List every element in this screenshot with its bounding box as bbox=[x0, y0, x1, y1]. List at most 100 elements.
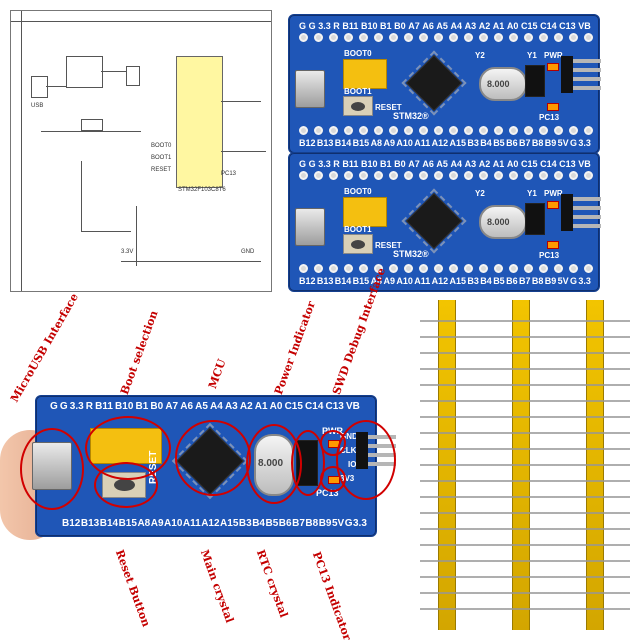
board-bottom-pads-bottom bbox=[299, 264, 593, 273]
pin-label: A6 bbox=[180, 401, 194, 412]
pad bbox=[539, 264, 548, 273]
label-crystal: 8.000 bbox=[487, 217, 510, 227]
board-top-pins-bottom: B12 B13 B14 B15 A8 A9 A10 A11 A12 A15 B3… bbox=[299, 138, 591, 148]
pin-label: G bbox=[570, 276, 578, 286]
pin-label: B12 bbox=[299, 276, 316, 286]
pad bbox=[344, 33, 353, 42]
pin-label: A11 bbox=[182, 518, 201, 529]
pad bbox=[539, 126, 548, 135]
pad bbox=[569, 264, 578, 273]
pad bbox=[524, 126, 533, 135]
pin-label: A4 bbox=[210, 401, 223, 412]
pin-label: B10 bbox=[360, 21, 378, 31]
pin-label: C15 bbox=[520, 21, 538, 31]
pad bbox=[434, 171, 443, 180]
pad bbox=[314, 126, 323, 135]
schematic-wire-1 bbox=[46, 86, 66, 87]
pad bbox=[344, 126, 353, 135]
pin-label: A9 bbox=[383, 138, 395, 148]
schematic-note-6: 3.3V bbox=[121, 249, 134, 255]
pad bbox=[389, 171, 398, 180]
highlight-mcu bbox=[175, 420, 251, 496]
schematic-note-3: RESET bbox=[151, 167, 172, 173]
pin-label: A6 bbox=[422, 159, 434, 169]
label-y2: Y2 bbox=[475, 51, 485, 60]
pin-label: C15 bbox=[520, 159, 538, 169]
pin-label: 5V bbox=[557, 276, 569, 286]
swd-pin bbox=[561, 203, 601, 213]
schematic-note-2: BOOT1 bbox=[151, 155, 172, 161]
pin-label: A8 bbox=[137, 518, 151, 529]
pad bbox=[584, 126, 593, 135]
schematic-regulator bbox=[66, 56, 103, 88]
pin-label: G bbox=[50, 401, 58, 412]
pad bbox=[419, 33, 428, 42]
pad bbox=[404, 171, 413, 180]
pad bbox=[584, 171, 593, 180]
pin-label: R bbox=[85, 401, 94, 412]
boot-jumper bbox=[343, 59, 387, 89]
pin-label: B5 bbox=[493, 138, 505, 148]
label-pc13: PC13 bbox=[539, 113, 560, 122]
pin-label: B4 bbox=[480, 138, 492, 148]
pin-label: B7 bbox=[518, 138, 531, 148]
pad bbox=[464, 33, 473, 42]
schematic-wire-4 bbox=[81, 161, 82, 231]
pin-label: A1 bbox=[254, 401, 268, 412]
pin-label: 3.3 bbox=[318, 21, 331, 31]
pin-label: C13 bbox=[559, 21, 576, 31]
schematic-note-5: USB bbox=[31, 103, 44, 109]
pin-label: B13 bbox=[80, 518, 100, 529]
schematic-crystal bbox=[81, 119, 103, 131]
pin-label: B6 bbox=[506, 276, 518, 286]
pin-label: C14 bbox=[305, 401, 324, 412]
highlight-rtc-crystal bbox=[291, 430, 325, 496]
pin-label: C13 bbox=[559, 159, 576, 169]
pin-label: B8 bbox=[305, 518, 319, 529]
label-reset: RESET bbox=[375, 103, 402, 112]
pin-label: G bbox=[308, 159, 316, 169]
pin-label: A5 bbox=[195, 401, 208, 412]
schematic-connector bbox=[126, 66, 140, 86]
pin-label: B4 bbox=[480, 276, 492, 286]
pad bbox=[569, 33, 578, 42]
schematic-wire-7 bbox=[121, 261, 261, 262]
pin-label: B7 bbox=[518, 276, 531, 286]
pin-label: B6 bbox=[278, 518, 292, 529]
swd-header-icon bbox=[561, 56, 601, 93]
schematic-wire-2 bbox=[101, 71, 126, 72]
pad bbox=[299, 171, 308, 180]
pin-label: G bbox=[299, 159, 307, 169]
pin-label: A12 bbox=[431, 138, 449, 148]
pin-label: A10 bbox=[396, 138, 413, 148]
swd-header-icon bbox=[561, 194, 601, 231]
pin-label: A15 bbox=[449, 138, 467, 148]
pin-label: B12 bbox=[299, 138, 316, 148]
swd-pin bbox=[561, 221, 601, 231]
pad bbox=[494, 126, 503, 135]
annotated-board-panel: G G 3.3 R B11 B10 B1 B0 A7 A6 A5 A4 A3 A… bbox=[0, 266, 410, 642]
pad bbox=[464, 264, 473, 273]
pad bbox=[404, 126, 413, 135]
reset-button bbox=[343, 234, 373, 254]
schematic-border-left bbox=[21, 11, 22, 291]
highlight-usb bbox=[20, 428, 84, 510]
annotated-pins-top: G G 3.3 R B11 B10 B1 B0 A7 A6 A5 A4 A3 A… bbox=[50, 401, 360, 412]
pad bbox=[584, 33, 593, 42]
pin-label: A0 bbox=[269, 401, 283, 412]
pad bbox=[419, 264, 428, 273]
schematic-mcu-label: STM32F103C8T6 bbox=[178, 187, 226, 193]
pin-label: A3 bbox=[224, 401, 238, 412]
pin-label: A2 bbox=[478, 21, 491, 31]
pad bbox=[314, 264, 323, 273]
pad bbox=[344, 264, 353, 273]
pin-label: B14 bbox=[334, 138, 352, 148]
label-boot1: BOOT1 bbox=[344, 87, 372, 96]
label-y2: Y2 bbox=[475, 189, 485, 198]
schematic-mcu-block bbox=[176, 56, 223, 188]
pad bbox=[524, 264, 533, 273]
pin-label: 3.3 bbox=[578, 138, 591, 148]
pad bbox=[389, 264, 398, 273]
pin-label: B3 bbox=[238, 518, 252, 529]
pad bbox=[449, 264, 458, 273]
